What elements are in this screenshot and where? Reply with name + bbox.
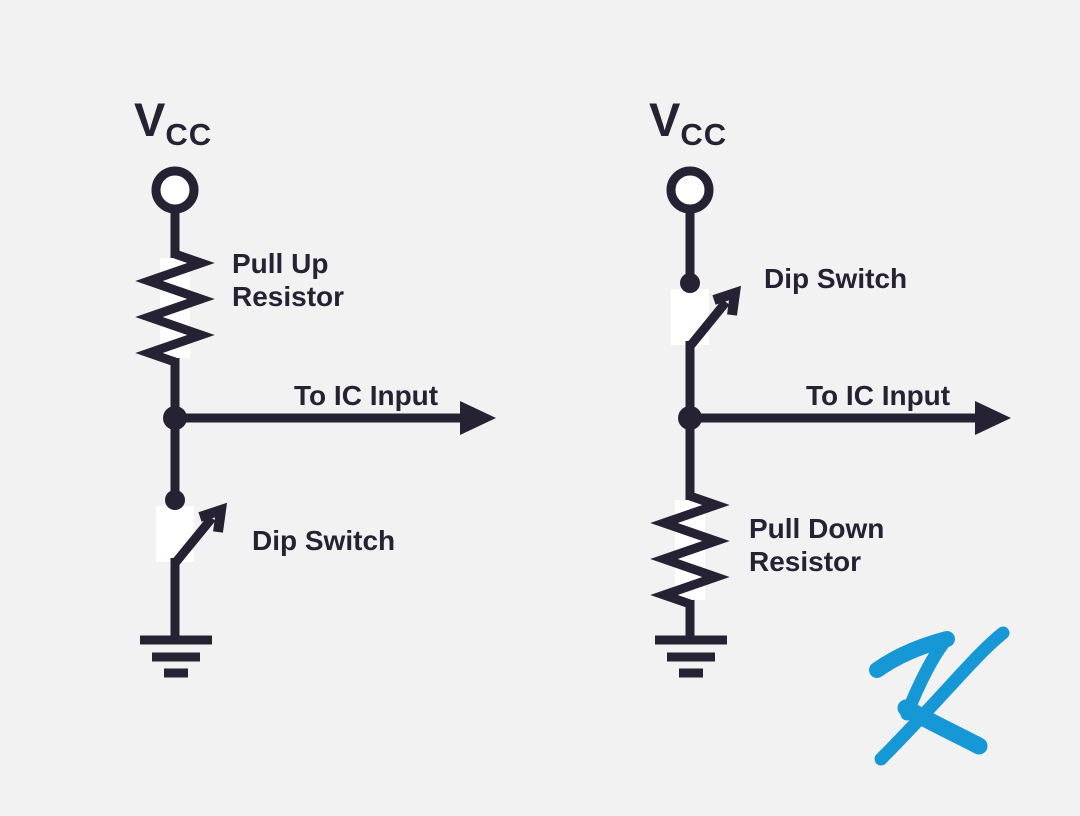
left-pullup-resistor-icon	[135, 249, 215, 367]
right-vcc-sub-text: CC	[680, 117, 728, 152]
left-output-arrowhead-icon	[460, 401, 496, 435]
right-vcc-label: VCC	[649, 96, 727, 150]
right-vcc-terminal-icon	[666, 166, 714, 214]
left-output-label: To IC Input	[294, 380, 439, 411]
right-vcc-main-text: V	[649, 93, 681, 146]
signature-k-icon	[869, 626, 1010, 766]
left-vcc-sub-text: CC	[165, 117, 213, 152]
right-pulldown-resistor-icon	[650, 491, 730, 609]
right-switch-contact-dot	[680, 273, 700, 293]
left-dip-switch-arrowhead-icon	[198, 502, 228, 533]
left-resistor-label: Pull Up Resistor	[232, 247, 344, 313]
left-ground-icon	[140, 635, 212, 678]
left-vcc-terminal-icon	[151, 166, 199, 214]
right-dip-switch-lever	[687, 299, 730, 348]
left-resistor-label-line2: Resistor	[232, 281, 345, 312]
right-output-arrowhead-icon	[975, 401, 1011, 435]
right-switch-label: Dip Switch	[764, 263, 908, 294]
left-vcc-main-text: V	[134, 93, 166, 146]
left-pullup-circuit	[135, 166, 496, 678]
right-pulldown-circuit	[650, 166, 1011, 678]
left-vcc-label: VCC	[134, 96, 212, 150]
left-switch-contact-dot	[165, 490, 185, 510]
right-dip-switch-arrowhead-icon	[712, 285, 742, 316]
right-resistor-label-line2: Resistor	[749, 546, 862, 577]
left-resistor-label-line1: Pull Up	[232, 248, 329, 279]
right-ground-icon	[655, 635, 727, 678]
left-dip-switch-lever	[172, 515, 216, 565]
right-output-label: To IC Input	[806, 380, 951, 411]
right-resistor-label-line1: Pull Down	[749, 513, 885, 544]
left-switch-label: Dip Switch	[252, 525, 396, 556]
right-resistor-label: Pull Down Resistor	[749, 512, 884, 578]
